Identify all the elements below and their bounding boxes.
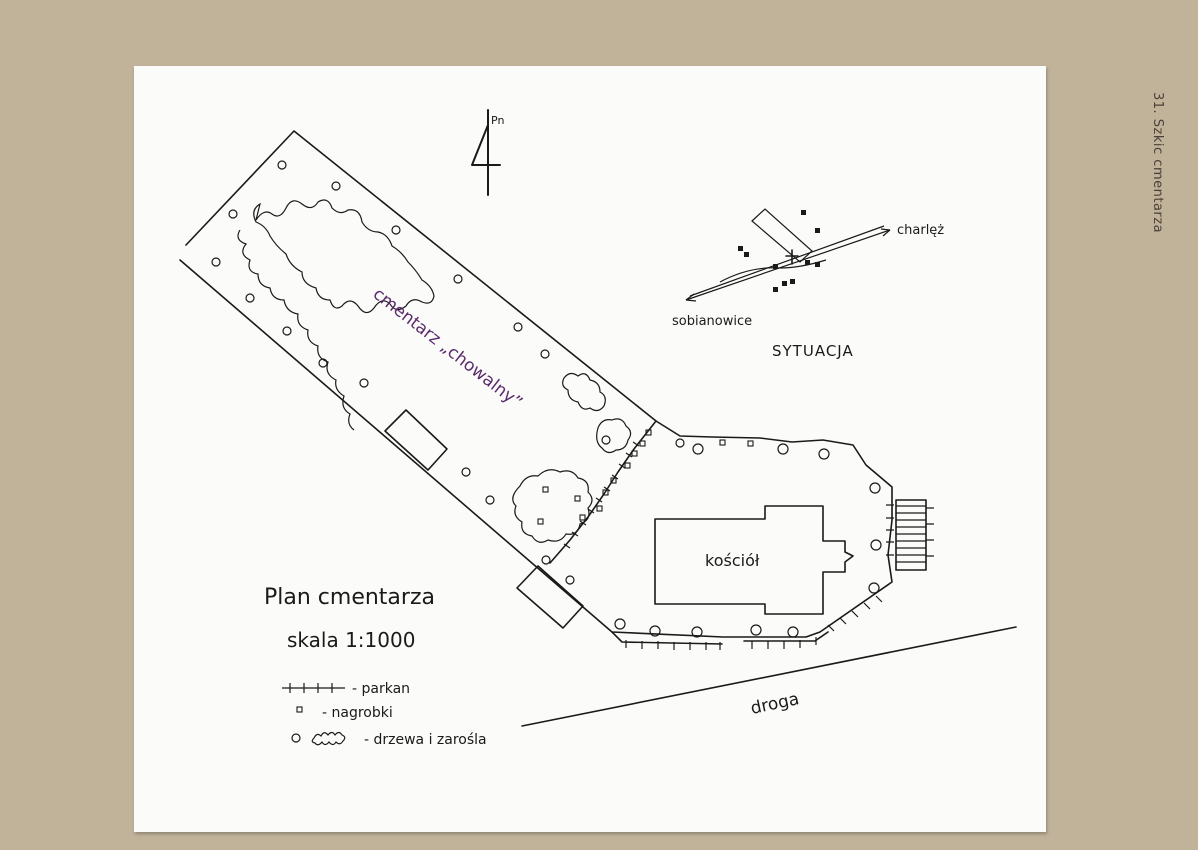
- shrubs-area: [253, 199, 435, 314]
- shrubs-area: [512, 469, 593, 543]
- trees: [211, 160, 882, 638]
- plan-title: Plan cmentarza: [264, 585, 435, 610]
- church-label: kościół: [705, 551, 760, 570]
- legend: - parkan - nagrobki - drzewa i zarośla: [282, 681, 487, 748]
- fence: [563, 441, 894, 650]
- north-arrow-icon: Pn: [471, 109, 504, 196]
- shrubs-area: [562, 372, 606, 412]
- road-label: droga: [749, 689, 801, 719]
- figure-caption: 31. Szkic cmentarza: [1150, 92, 1165, 234]
- legend-fence-label: - parkan: [352, 681, 410, 697]
- cemetery-building: [516, 565, 584, 629]
- cemetery-name: cmentarz „chowalny”: [369, 284, 526, 413]
- tombstones: [537, 429, 754, 525]
- situation-title: SYTUACJA: [772, 342, 854, 360]
- trees-icon: [291, 731, 346, 746]
- sobianowice-label: sobianowice: [672, 314, 752, 329]
- north-label: Pn: [491, 114, 504, 127]
- legend-tombstone-label: - nagrobki: [322, 705, 393, 721]
- tombstone-icon: [296, 706, 303, 713]
- charlez-label: charlęż: [897, 223, 944, 238]
- shrubs-area: [596, 418, 632, 454]
- situation-inset-map: sobianowice charlęż SYTUACJA: [672, 208, 944, 360]
- church-building: kościół: [654, 505, 854, 615]
- plan-scale: skala 1:1000: [287, 628, 415, 652]
- sketch-sheet: [134, 66, 1046, 832]
- legend-trees-label: - drzewa i zarośla: [364, 732, 487, 748]
- fence-icon: [282, 683, 345, 693]
- entrance-stairs: [895, 499, 934, 571]
- cemetery-building: [384, 409, 448, 471]
- road: droga: [521, 626, 1017, 727]
- shrubs-area: [237, 229, 355, 431]
